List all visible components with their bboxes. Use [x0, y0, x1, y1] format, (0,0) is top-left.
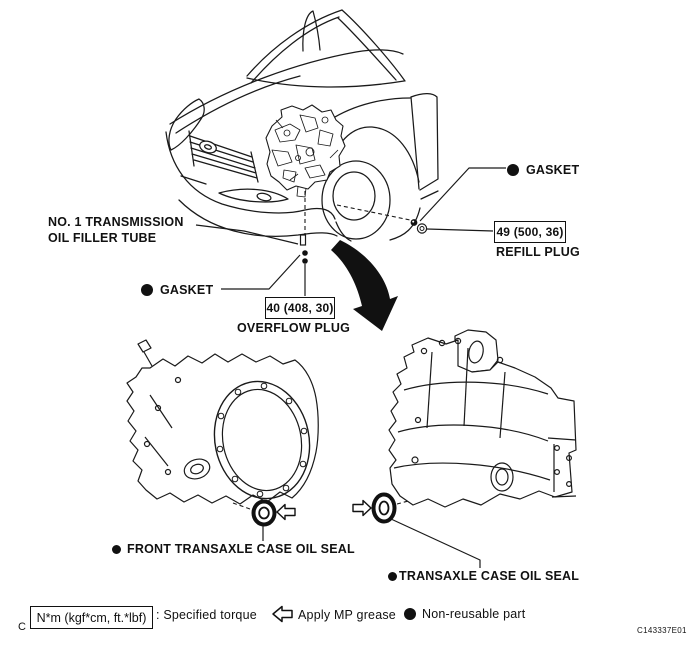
legend-torque-label: : Specified torque — [156, 607, 257, 623]
overflow-torque-value: 40 (408, 30) — [266, 301, 334, 315]
grille-emblem-icon — [199, 140, 217, 154]
transaxle-oil-seal-label: TRANSAXLE CASE OIL SEAL — [388, 568, 579, 584]
transaxle-oil-seal-text: TRANSAXLE CASE OIL SEAL — [399, 569, 580, 583]
legend-torque-unit-text: N*m (kgf*cm, ft.*lbf) — [36, 610, 147, 625]
leader-lines — [195, 167, 506, 568]
legend-non-reusable-text: Non-reusable part — [422, 607, 526, 621]
legend-torque-unit-box: N*m (kgf*cm, ft.*lbf) — [30, 606, 153, 629]
gasket-part-right — [410, 219, 418, 226]
front-oil-seal-label: FRONT TRANSAXLE CASE OIL SEAL — [112, 541, 355, 557]
bracket-hole — [468, 340, 484, 364]
apply-mp-grease-icon-left — [276, 503, 296, 521]
gasket-left-label: GASKET — [141, 282, 213, 298]
non-reusable-part-icon — [404, 608, 416, 620]
overflow-plug-label: OVERFLOW PLUG — [237, 320, 350, 336]
bell-housing-rim — [213, 380, 311, 500]
refill-plug-part — [416, 223, 428, 234]
filler-tube-label-line1: NO. 1 TRANSMISSION — [48, 215, 184, 229]
gasket-right-text: GASKET — [526, 163, 580, 177]
oil-seals — [251, 492, 397, 527]
overflow-torque-box: 40 (408, 30) — [265, 297, 335, 319]
apply-mp-grease-icon-right — [352, 499, 372, 517]
legend-non-reusable-label: Non-reusable part — [404, 606, 525, 622]
refill-torque-value: 49 (500, 36) — [496, 225, 564, 239]
gasket-left-text: GASKET — [160, 283, 214, 297]
front-oil-seal-part — [251, 499, 277, 527]
gasket-right-label: GASKET — [507, 162, 579, 178]
filler-tube-label-line2: OIL FILLER TUBE — [48, 231, 157, 245]
legend-grease-label: Apply MP grease — [298, 607, 396, 623]
non-reusable-part-icon — [112, 544, 121, 554]
refill-plug-label: REFILL PLUG — [496, 244, 580, 260]
transaxle-case-drawing — [388, 329, 577, 508]
side-mirror-icon — [302, 10, 321, 52]
legend-grease-text: Apply MP grease — [298, 608, 396, 622]
front-oil-seal-text: FRONT TRANSAXLE CASE OIL SEAL — [127, 542, 355, 556]
non-reusable-part-icon — [507, 164, 519, 176]
bolt-holes — [216, 382, 308, 498]
filler-tube-and-plugs — [299, 219, 428, 264]
page-marker: C — [18, 621, 26, 633]
gasket-part-left — [302, 250, 308, 256]
headlight-icon — [168, 98, 205, 151]
filler-tube-label: NO. 1 TRANSMISSION OIL FILLER TUBE — [48, 214, 184, 246]
fog-light-icon — [256, 192, 272, 202]
breather-tube-icon — [143, 351, 153, 367]
apply-mp-grease-icon — [272, 605, 293, 623]
legend-torque-text: : Specified torque — [156, 608, 257, 622]
flow-arrow-icon — [331, 240, 398, 331]
transmission-drawing — [265, 104, 346, 198]
oil-filler-tube-icon — [299, 234, 307, 246]
front-transaxle-drawing — [126, 339, 319, 505]
overflow-plug-text: OVERFLOW PLUG — [237, 321, 351, 335]
front-wheel — [321, 160, 391, 240]
wheel-rim — [332, 171, 376, 221]
non-reusable-part-icon — [388, 571, 397, 581]
axle-opening — [490, 462, 514, 492]
refill-torque-box: 49 (500, 36) — [494, 221, 566, 243]
car-outline-drawing — [165, 9, 439, 242]
refill-plug-text: REFILL PLUG — [496, 245, 580, 259]
transaxle-oil-seal-part — [371, 492, 397, 524]
figure-code: C143337E01 — [637, 626, 687, 635]
non-reusable-part-icon — [141, 284, 153, 296]
